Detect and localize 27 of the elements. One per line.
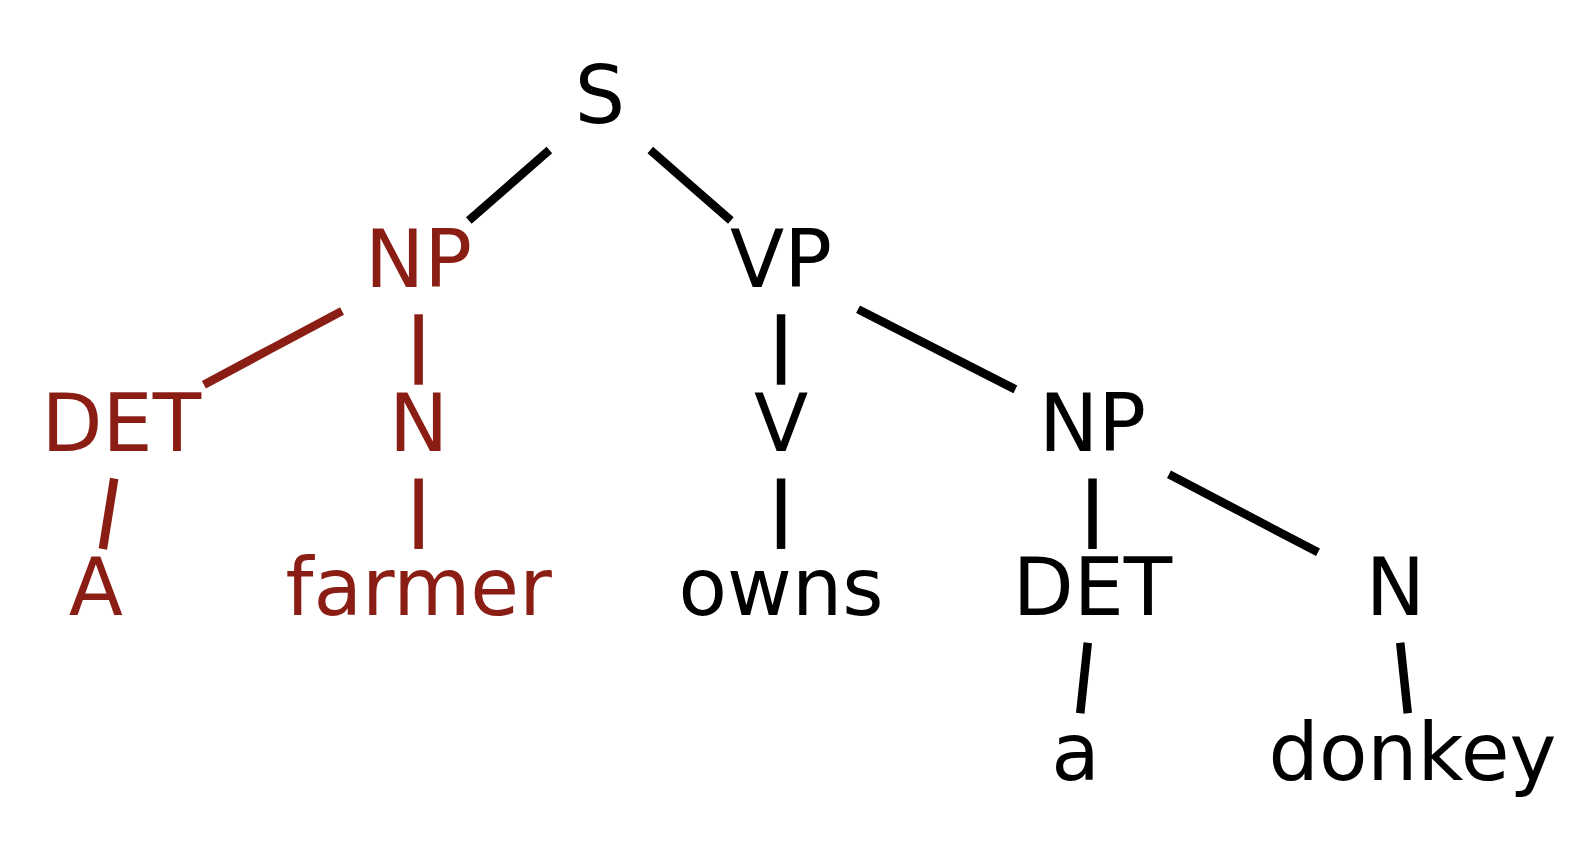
node-text: a (1051, 705, 1100, 799)
connector (856, 305, 1018, 394)
connector (776, 314, 786, 385)
node-text: VP (730, 212, 833, 306)
connector (776, 478, 786, 549)
node-text: farmer (285, 541, 552, 635)
connector (201, 307, 345, 389)
node-text: N (1365, 541, 1426, 635)
connector (414, 478, 423, 549)
node-text: NP (365, 212, 473, 306)
node-text: N (388, 377, 449, 471)
node-text: donkey (1268, 705, 1557, 799)
connector (1167, 470, 1320, 557)
node-text: S (574, 48, 625, 142)
node-text: A (68, 541, 123, 635)
connector (1396, 642, 1412, 714)
connector (647, 146, 734, 224)
connector (98, 477, 119, 550)
node-text: V (753, 377, 809, 471)
node-text: DET (41, 377, 202, 471)
connector (1076, 642, 1092, 714)
connector (414, 314, 423, 385)
node-text: NP (1038, 377, 1147, 471)
node-text: owns (678, 541, 884, 635)
connector (1088, 478, 1097, 549)
node-text: DET (1012, 541, 1173, 635)
connector (466, 146, 553, 224)
